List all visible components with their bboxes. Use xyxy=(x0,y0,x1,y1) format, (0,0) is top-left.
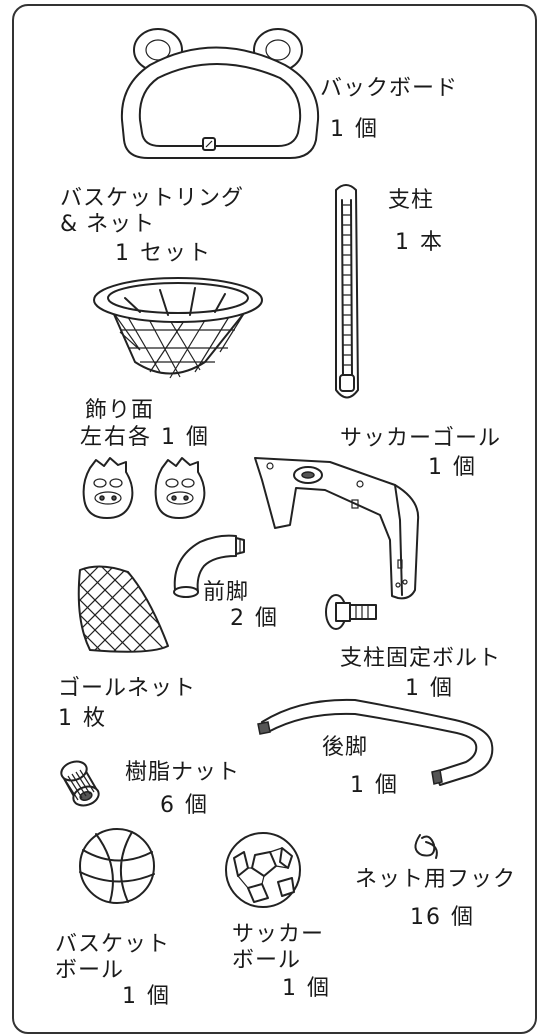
soccer-ball-name-line1: サッカー xyxy=(232,922,325,947)
backboard-qty: 1 個 xyxy=(330,117,379,142)
decor-face-qty: 左右各 1 個 xyxy=(80,425,210,450)
net-hook-qty: 16 個 xyxy=(410,905,475,930)
rear-leg-qty: 1 個 xyxy=(350,773,399,798)
decor-face-name: 飾り面 xyxy=(85,398,155,423)
pole-bolt-qty: 1 個 xyxy=(405,676,454,701)
soccer-goal-name: サッカーゴール xyxy=(340,426,502,451)
pole-qty: 1 本 xyxy=(395,230,444,255)
basket-ring-name-line2: & ネット xyxy=(60,212,156,237)
basketball-qty: 1 個 xyxy=(122,984,171,1009)
basket-ring-name-line1: バスケットリング xyxy=(60,186,245,211)
front-leg-name: 前脚 xyxy=(203,580,250,605)
soccer-ball-name-line2: ボール xyxy=(232,948,302,973)
rear-leg-name: 後脚 xyxy=(322,735,369,760)
goal-net-name: ゴールネット xyxy=(58,676,197,701)
soccer-goal-qty: 1 個 xyxy=(428,455,477,480)
basketball-name-line2: ボール xyxy=(55,958,125,983)
pole-bolt-name: 支柱固定ボルト xyxy=(340,646,502,671)
resin-nut-name: 樹脂ナット xyxy=(125,760,241,785)
resin-nut-qty: 6 個 xyxy=(160,793,209,818)
front-leg-qty: 2 個 xyxy=(230,606,279,631)
net-hook-name: ネット用フック xyxy=(355,867,517,892)
goal-net-qty: 1 枚 xyxy=(58,706,107,731)
backboard-name: バックボード xyxy=(320,76,459,101)
basketball-name-line1: バスケット xyxy=(55,932,171,957)
basket-ring-qty: 1 セット xyxy=(115,241,212,266)
soccer-ball-qty: 1 個 xyxy=(282,976,331,1001)
pole-name: 支柱 xyxy=(388,188,435,213)
